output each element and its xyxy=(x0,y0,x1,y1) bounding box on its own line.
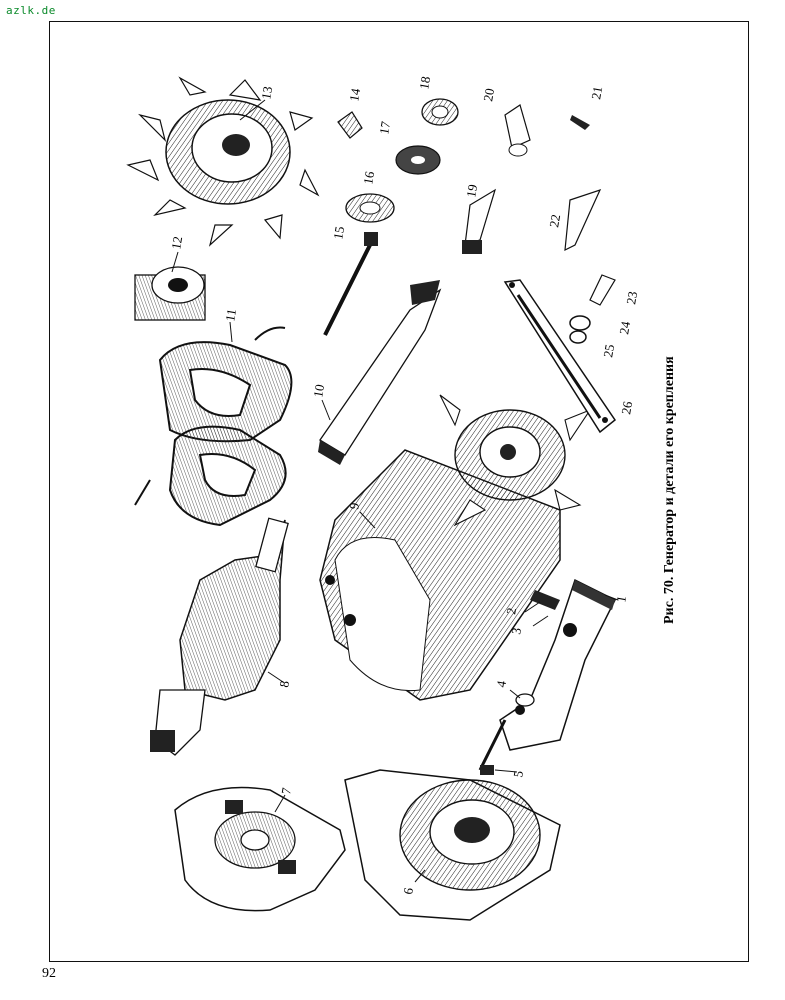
label-26: 26 xyxy=(618,400,635,416)
label-18: 18 xyxy=(416,75,433,90)
label-8: 8 xyxy=(276,680,292,689)
brush-plate-part xyxy=(174,786,346,912)
adjusting-bar-part xyxy=(503,279,617,434)
label-12: 12 xyxy=(168,235,185,250)
label-23: 23 xyxy=(623,290,640,305)
label-1: 1 xyxy=(613,595,629,604)
label-15: 15 xyxy=(330,225,347,240)
label-3: 3 xyxy=(508,627,524,636)
page-number: 92 xyxy=(42,966,56,981)
label-17: 17 xyxy=(376,120,393,136)
part-labels: 13 12 11 10 9 8 7 6 5 4 3 2 1 14 15 16 1… xyxy=(168,75,640,895)
mounting-bracket-part xyxy=(499,578,617,751)
label-16: 16 xyxy=(360,170,377,186)
label-6: 6 xyxy=(400,886,416,895)
label-20: 20 xyxy=(480,87,497,102)
watermark: azlk.de xyxy=(6,4,56,17)
label-9: 9 xyxy=(346,502,362,511)
label-14: 14 xyxy=(346,87,363,103)
label-24: 24 xyxy=(616,320,633,336)
armature-part xyxy=(150,517,289,756)
fan-pulley-part xyxy=(126,76,320,247)
small-hardware xyxy=(337,98,616,775)
connector-strip-part xyxy=(318,280,442,465)
label-5: 5 xyxy=(510,770,526,779)
label-25: 25 xyxy=(600,343,617,358)
bushing-part xyxy=(134,266,206,321)
generator-body-part xyxy=(319,394,592,701)
label-10: 10 xyxy=(310,383,327,398)
label-11: 11 xyxy=(222,308,239,323)
field-coils-part xyxy=(134,326,293,527)
label-13: 13 xyxy=(258,85,275,100)
label-7: 7 xyxy=(278,786,294,795)
figure-caption: Рис. 70. Генератор и детали его креплени… xyxy=(662,356,677,624)
label-19: 19 xyxy=(463,183,480,198)
label-4: 4 xyxy=(493,679,509,688)
long-bolt-part xyxy=(323,232,378,336)
label-22: 22 xyxy=(546,213,563,228)
end-cover-part xyxy=(344,769,561,921)
label-2: 2 xyxy=(503,607,519,616)
figure-frame xyxy=(49,21,749,962)
label-21: 21 xyxy=(588,85,605,100)
